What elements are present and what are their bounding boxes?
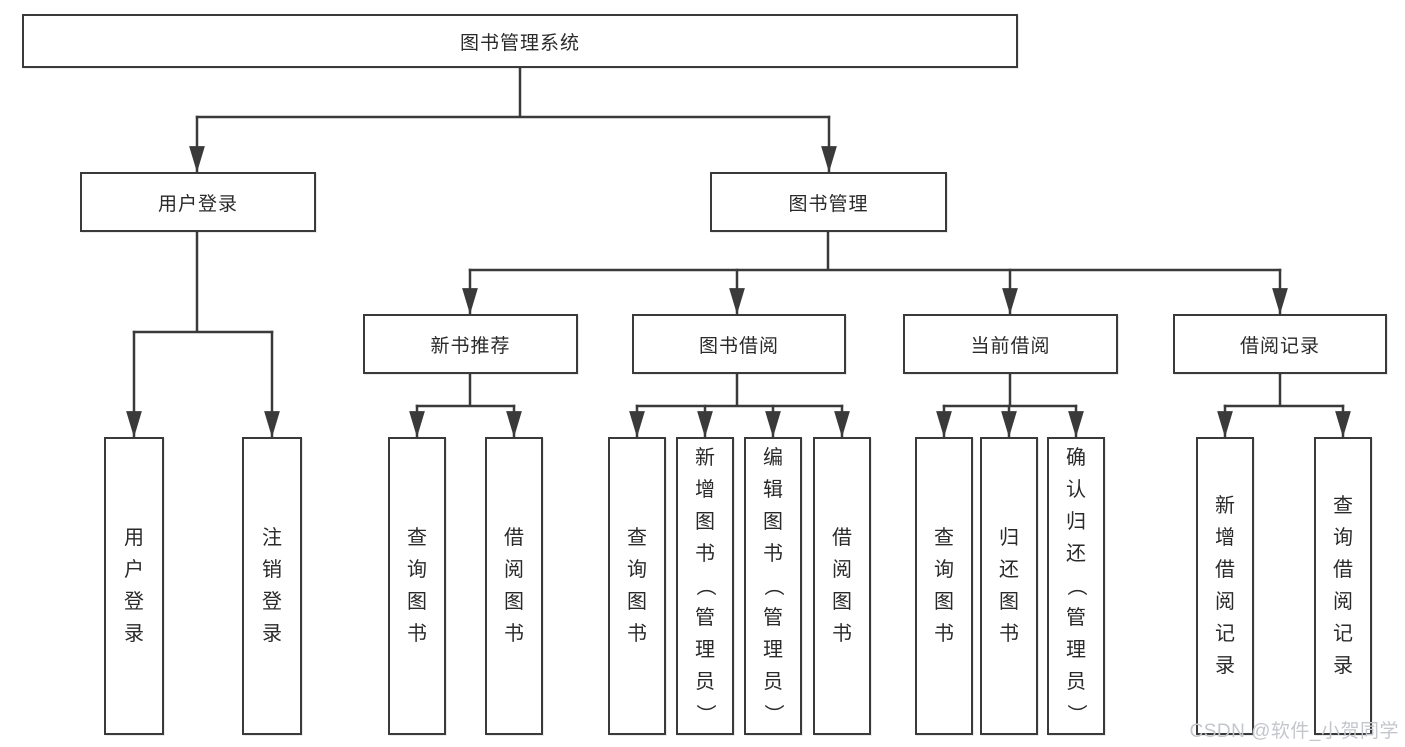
node-label: 新书推荐 <box>430 335 511 357</box>
node-label: 借阅记录 <box>1239 335 1320 357</box>
node-label: 确认归还（管理员） <box>1065 447 1087 724</box>
leaf-borrow-books-2: 借阅图书 <box>813 437 871 735</box>
leaf-logout: 注销登录 <box>242 437 302 735</box>
leaf-return-books: 归还图书 <box>980 437 1038 735</box>
node-label: 图书管理系统 <box>459 32 580 54</box>
leaf-query-borrow-record: 查询借阅记录 <box>1314 437 1372 735</box>
node-label: 图书管理 <box>788 193 869 215</box>
node-book-management: 图书管理 <box>710 172 947 232</box>
node-new-book-recommendation: 新书推荐 <box>363 314 578 374</box>
leaf-query-books-2: 查询图书 <box>608 437 666 735</box>
leaf-borrow-books-1: 借阅图书 <box>485 437 543 735</box>
node-label: 查询图书 <box>627 527 647 645</box>
node-label: 用户登录 <box>124 527 144 645</box>
csdn-watermark: CSDN @软件_小贺同学 <box>1189 721 1399 742</box>
node-user-login: 用户登录 <box>80 172 316 232</box>
node-label: 新增图书（管理员） <box>694 447 716 724</box>
node-label: 用户登录 <box>157 193 238 215</box>
node-book-borrowing: 图书借阅 <box>632 314 846 374</box>
node-label: 查询图书 <box>407 527 427 645</box>
node-label: 查询图书 <box>934 527 954 645</box>
node-label: 借阅图书 <box>832 527 852 645</box>
leaf-user-login: 用户登录 <box>104 437 164 735</box>
node-label: 图书借阅 <box>698 335 779 357</box>
leaf-add-borrow-record: 新增借阅记录 <box>1196 437 1254 735</box>
leaf-add-books-admin: 新增图书（管理员） <box>676 437 734 735</box>
leaf-query-books-1: 查询图书 <box>388 437 446 735</box>
node-label: 当前借阅 <box>970 335 1051 357</box>
node-library-management-system: 图书管理系统 <box>22 14 1018 68</box>
leaf-edit-books-admin: 编辑图书（管理员） <box>744 437 802 735</box>
leaf-confirm-return-admin: 确认归还（管理员） <box>1047 437 1105 735</box>
node-label: 归还图书 <box>999 527 1019 645</box>
node-label: 编辑图书（管理员） <box>762 447 784 724</box>
node-label: 查询借阅记录 <box>1333 495 1353 677</box>
node-current-borrowing: 当前借阅 <box>903 314 1118 374</box>
node-label: 新增借阅记录 <box>1215 495 1235 677</box>
node-label: 借阅图书 <box>504 527 524 645</box>
node-label: 注销登录 <box>262 527 282 645</box>
leaf-query-books-3: 查询图书 <box>915 437 973 735</box>
node-borrowing-records: 借阅记录 <box>1173 314 1387 374</box>
